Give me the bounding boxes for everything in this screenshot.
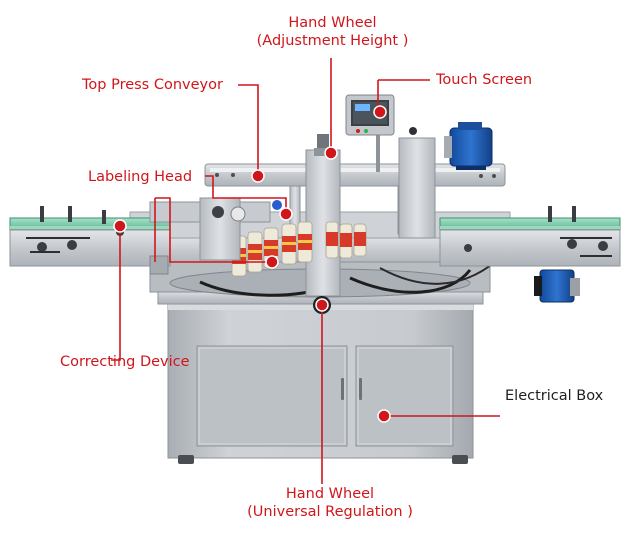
callout-line-correcting-device: [111, 226, 121, 361]
label-hand-wheel-bottom-line2: (Universal Regulation ): [247, 504, 413, 520]
callout-line-labeling-head-1: [205, 175, 287, 212]
label-labeling-head: Labeling Head: [88, 169, 193, 185]
right-conveyor: [439, 206, 621, 303]
conveyor-motor: [534, 269, 580, 303]
label-top-press-conveyor: Top Press Conveyor: [82, 77, 223, 93]
label-electrical-box: Electrical Box: [505, 388, 604, 404]
cabinet: [157, 289, 484, 464]
dot-electrical-box: [377, 409, 391, 423]
callout-lines: [111, 58, 500, 484]
callout-line-labeling-head-2: [155, 197, 272, 263]
label-hand-wheel-top-line2: (Adjustment Height ): [256, 33, 409, 49]
label-touch-screen: Touch Screen: [436, 72, 533, 88]
label-correcting-device: Correcting Device: [60, 354, 190, 370]
dot-hand-wheel-bottom: [315, 298, 329, 312]
label-hand-wheel-top-line1: Hand Wheel: [288, 15, 377, 31]
label-hand-wheel-bottom: Hand Wheel (Universal Regulation ): [235, 485, 425, 521]
dot-labeling-head-upper: [279, 207, 293, 221]
dot-top-press-conveyor: [251, 169, 265, 183]
callout-line-top-press-conveyor: [238, 84, 259, 176]
cabinet-door-right: [355, 345, 454, 447]
dot-labeling-head-lower: [265, 255, 279, 269]
label-hand-wheel-bottom-line1: Hand Wheel: [285, 486, 375, 502]
touch-screen-assembly: [345, 94, 436, 239]
label-hand-wheel-top: Hand Wheel (Adjustment Height ): [250, 14, 415, 50]
dot-touch-screen: [373, 105, 387, 119]
top-motor: [444, 122, 493, 170]
cabinet-door-left: [196, 345, 348, 447]
dot-hand-wheel-top: [324, 146, 338, 160]
foot-right: [452, 455, 468, 464]
labeling-head: [149, 197, 282, 275]
foot-left: [178, 455, 194, 464]
dot-correcting-device: [113, 219, 127, 233]
